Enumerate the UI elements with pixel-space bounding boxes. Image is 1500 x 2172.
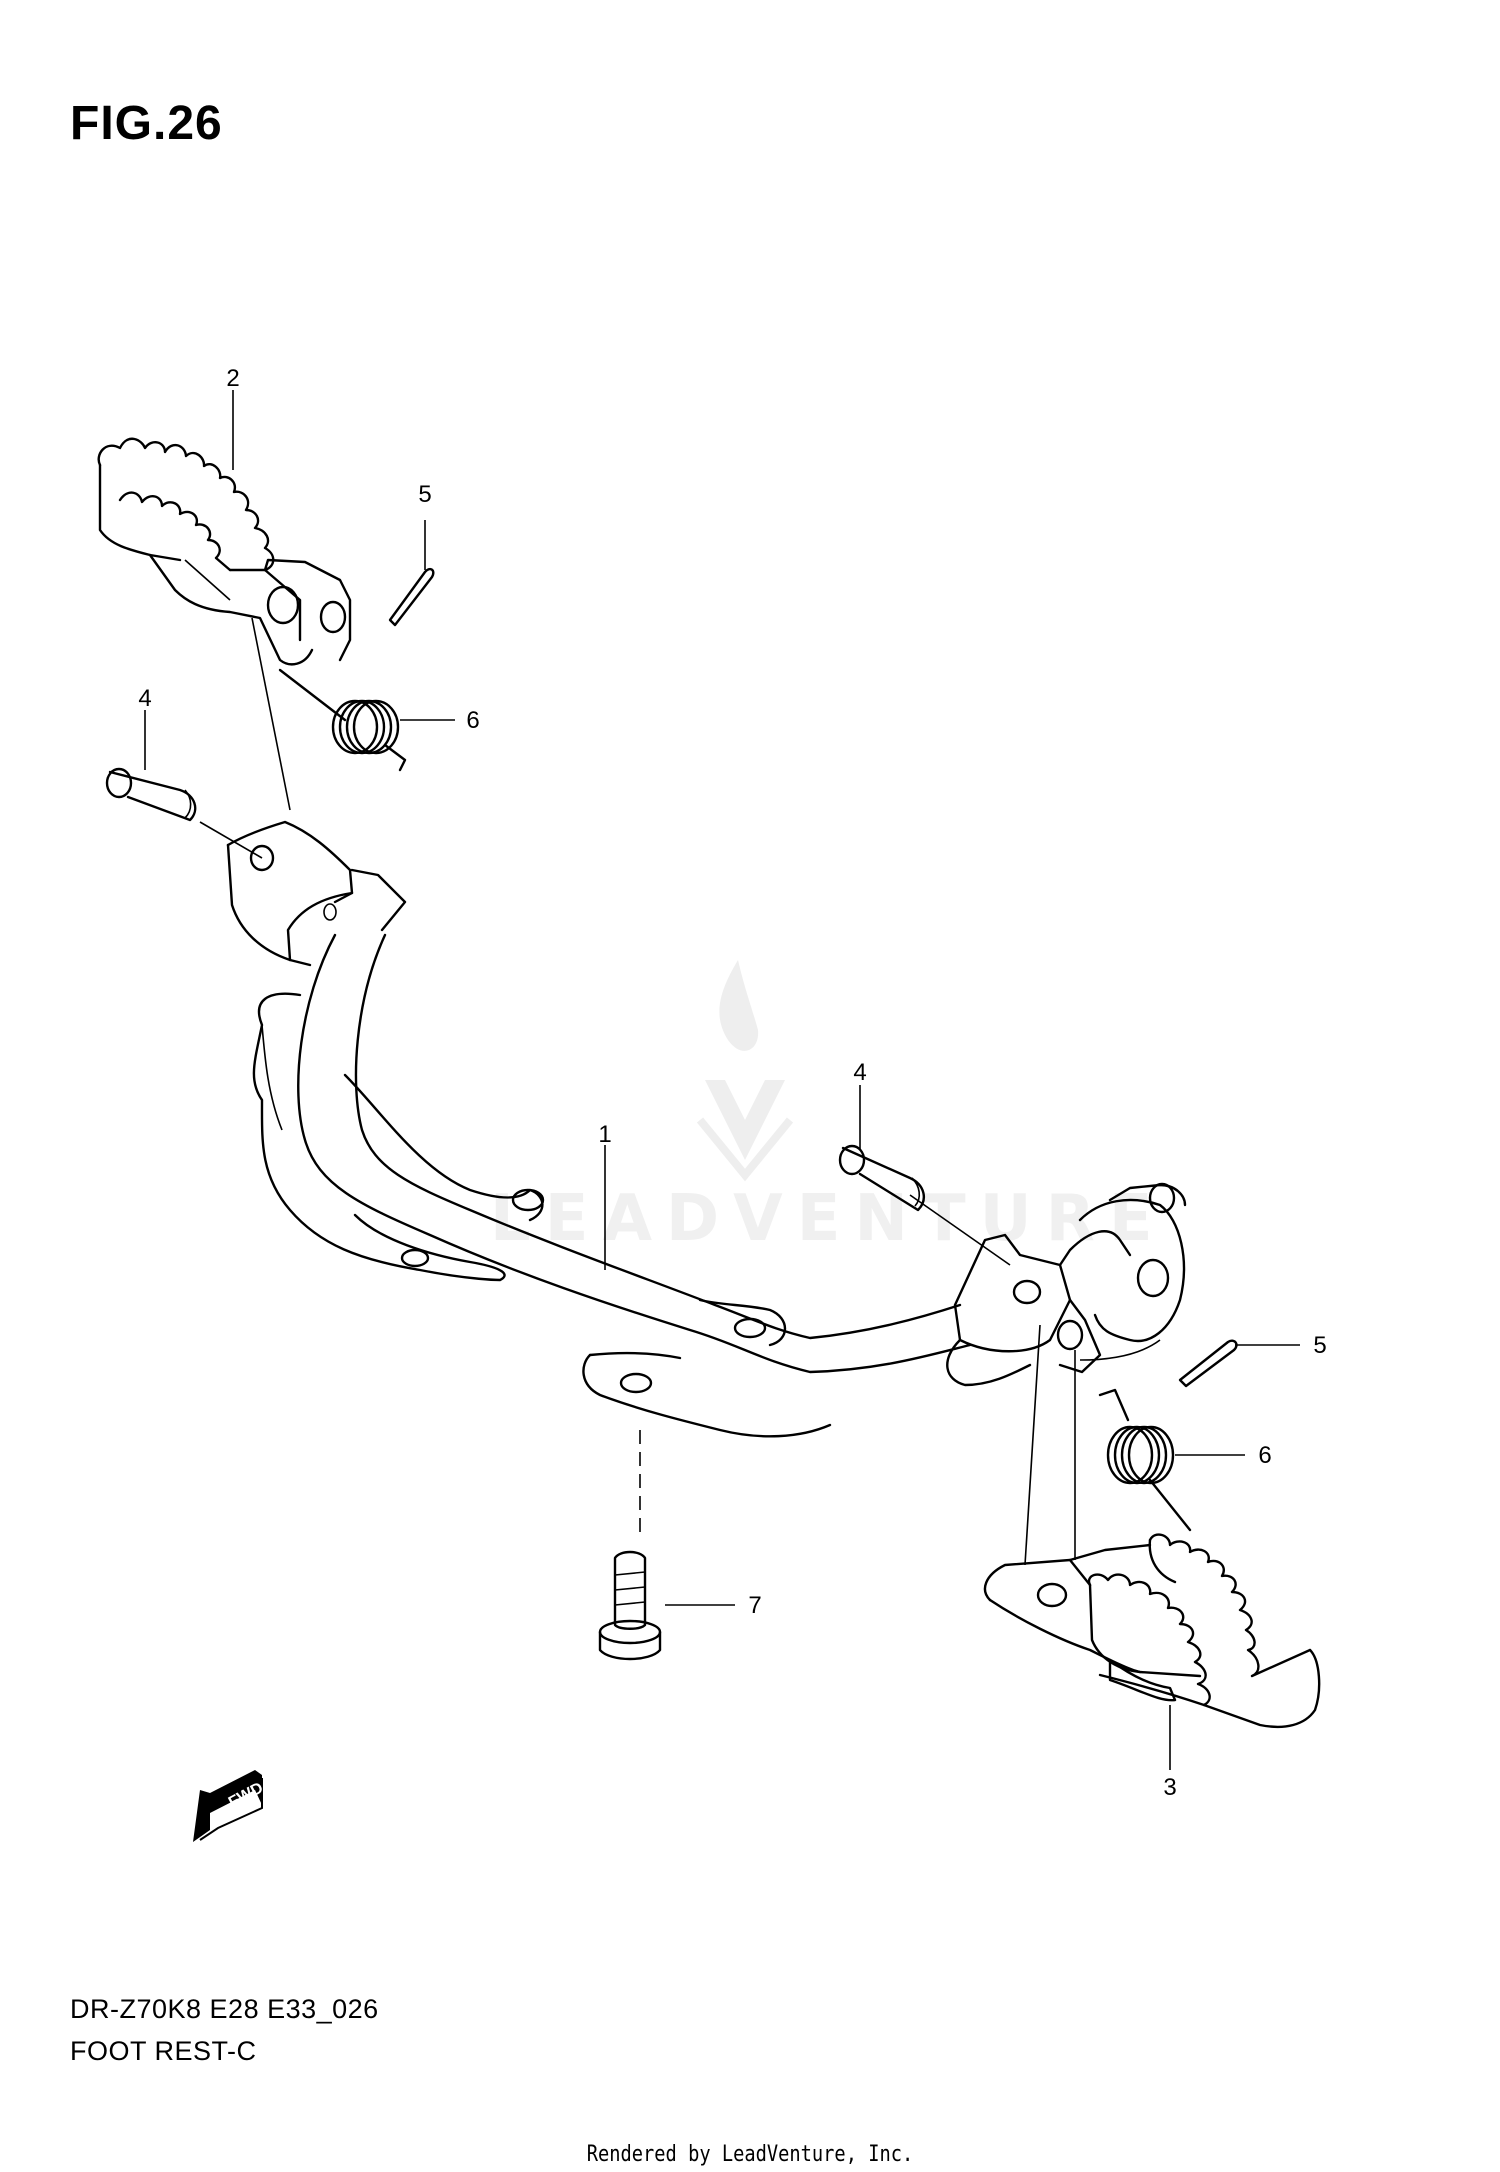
cotter-pin-left [388,567,435,627]
fwd-arrow-icon: FWD [193,1770,266,1842]
pin-right [838,1144,926,1212]
figure-title: FIG.26 [70,97,223,150]
callout-5-left: 5 [418,481,431,508]
callout-2: 2 [226,365,239,392]
callout-5-right: 5 [1313,1332,1326,1359]
spring-left [278,668,407,772]
spring-right [1098,1388,1192,1532]
foot-rest-bracket [226,820,1187,1438]
footpeg-left [97,437,352,666]
callout-6-right: 6 [1258,1442,1271,1469]
section-name: FOOT REST-C [70,2036,257,2066]
callout-6-left: 6 [466,707,479,734]
callout-4-left: 4 [138,685,151,712]
rendered-by-footer: Rendered by LeadVenture, Inc. [586,2142,914,2167]
callout-7: 7 [748,1592,761,1619]
callout-4-right: 4 [853,1059,866,1086]
watermark-logo-icon [696,960,794,1182]
assembly-guide-lines [199,617,1076,1566]
pin-left [105,767,197,822]
watermark-text: LEADVENTURE [490,1182,1167,1256]
callout-1: 1 [598,1121,611,1148]
model-code: DR-Z70K8 E28 E33_026 [70,1994,379,2024]
bolt [598,1550,662,1661]
leader-lines [144,390,1300,1770]
cotter-pin-right [1178,1339,1238,1388]
footpeg-right [983,1533,1321,1729]
callout-3: 3 [1163,1774,1176,1801]
